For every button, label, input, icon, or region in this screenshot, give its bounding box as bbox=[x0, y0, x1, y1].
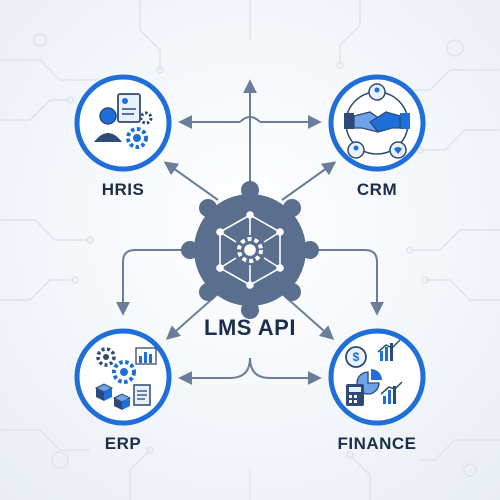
arrow-hub-to-crm bbox=[281, 161, 337, 201]
node-label-finance: FINANCE bbox=[337, 434, 417, 453]
handshake-contacts-icon bbox=[344, 83, 410, 159]
node-finance: $ bbox=[328, 328, 426, 426]
center-label: LMS API bbox=[204, 315, 296, 340]
connectors bbox=[116, 79, 384, 385]
hr-profile-gears-icon bbox=[94, 93, 153, 149]
lms-api-hub bbox=[181, 181, 319, 319]
node-label-erp: ERP bbox=[104, 434, 142, 453]
node-hris bbox=[74, 74, 172, 172]
arrow-hris-crm-link bbox=[239, 116, 261, 123]
arrow-hub-to-erp bbox=[116, 249, 192, 316]
arrow-erp-finance-right bbox=[249, 357, 322, 385]
arrow-hub-to-finance bbox=[308, 249, 384, 316]
gears-boxes-chart-icon bbox=[94, 347, 157, 410]
arrow-hub-to-hris bbox=[163, 161, 219, 201]
node-label-crm: CRM bbox=[356, 180, 398, 199]
gear-network-icon bbox=[216, 211, 284, 289]
dollar-calculator-chart-icon: $ bbox=[345, 339, 403, 406]
node-label-hris: HRIS bbox=[101, 180, 145, 199]
svg-text:$: $ bbox=[353, 350, 360, 364]
node-crm bbox=[328, 74, 426, 172]
arrow-erp-finance-left bbox=[178, 357, 251, 385]
node-erp bbox=[74, 328, 172, 426]
